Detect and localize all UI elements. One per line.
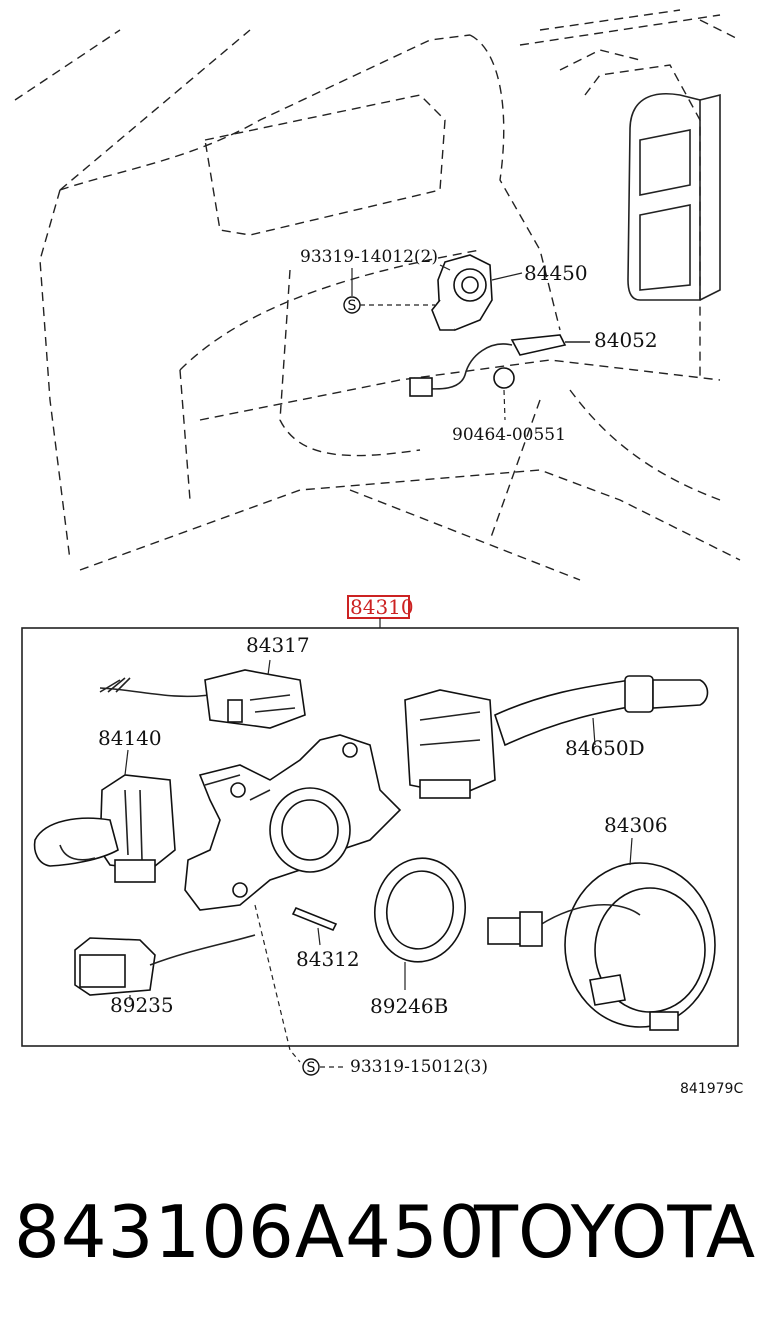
sensor-89235 xyxy=(74,934,256,1000)
ignition-harness-84052 xyxy=(409,334,590,397)
ignition-switch-84450 xyxy=(431,254,493,331)
part-number: 843106A450 xyxy=(14,1190,486,1274)
label-89235: 89235 xyxy=(110,993,174,1017)
label-clamp: 90464-00551 xyxy=(452,425,566,445)
screw-symbol-upper: S xyxy=(343,268,435,314)
label-screw-upper: 93319-14012(2) xyxy=(300,247,438,267)
highlight-box xyxy=(347,595,410,619)
pin-84312 xyxy=(291,906,338,946)
switch-84317 xyxy=(99,659,306,729)
switch-84140 xyxy=(33,749,176,883)
switch-84650D xyxy=(404,675,709,799)
parts-diagram: S 93319-14012(2) 84450 84052 90464-00551… xyxy=(14,9,743,1097)
label-ignition-switch: 84450 xyxy=(524,261,588,285)
label-ignition-harness: 84052 xyxy=(594,328,658,352)
svg-text:S: S xyxy=(348,298,357,314)
grille-outline xyxy=(627,93,721,301)
label-84312: 84312 xyxy=(296,947,360,971)
label-84140: 84140 xyxy=(98,726,162,750)
screw-symbol-lower: S xyxy=(254,904,345,1076)
label-screw-lower: 93319-15012(3) xyxy=(350,1057,488,1077)
figure-code: 841979C xyxy=(680,1081,743,1097)
svg-text:S: S xyxy=(307,1060,316,1076)
clamp-90464 xyxy=(493,367,515,421)
brand-name: TOYOTA xyxy=(474,1190,756,1274)
label-84306: 84306 xyxy=(604,813,668,837)
svg-text:84310: 84310 xyxy=(350,595,414,619)
ring-89246B xyxy=(373,857,467,990)
spiral-cable-84306 xyxy=(487,837,716,1031)
switch-bracket xyxy=(184,734,402,911)
assembly-frame xyxy=(21,627,739,1047)
label-84650D: 84650D xyxy=(565,736,645,760)
label-89246B: 89246B xyxy=(370,994,448,1018)
label-84317: 84317 xyxy=(246,633,310,657)
combination-switch-header: 84310 xyxy=(347,595,414,628)
